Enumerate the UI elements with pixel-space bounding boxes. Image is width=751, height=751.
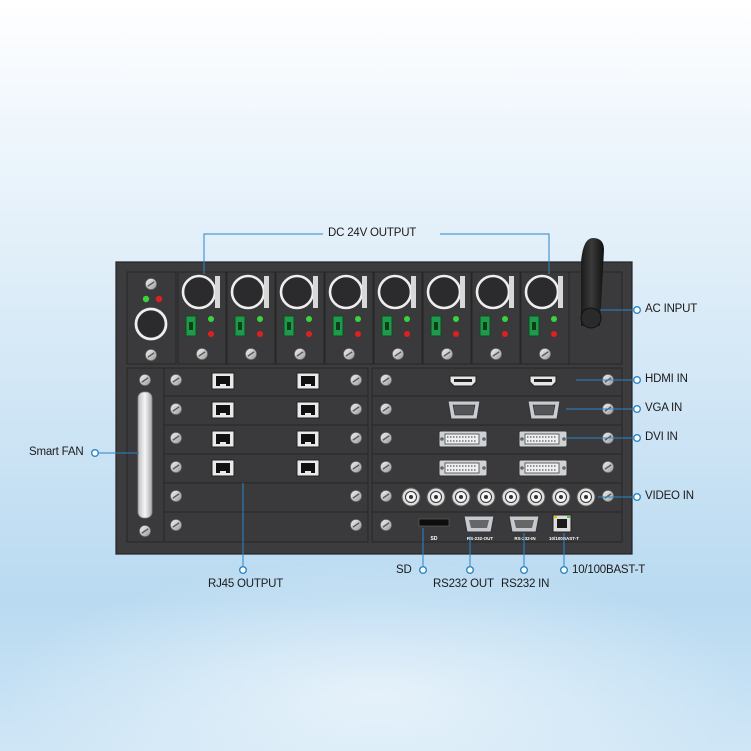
video-in-label: VIDEO IN <box>645 490 694 502</box>
dc-output-label: DC 24V OUTPUT <box>328 227 417 239</box>
power-fan-module <box>126 271 177 365</box>
sd-port-mark: SD <box>431 536 438 542</box>
antenna <box>580 238 604 329</box>
rs232-out-port-mark: RS-232-OUT <box>467 536 494 541</box>
background-glow <box>0 560 751 751</box>
input-boards <box>371 367 623 543</box>
callout-dots <box>90 306 642 575</box>
dvi-in-label: DVI IN <box>645 431 678 443</box>
hdmi-in-label: HDMI IN <box>645 373 688 385</box>
rs232-in-label: RS232 IN <box>501 578 550 590</box>
smart-fan-panel <box>126 367 165 543</box>
rj45-output-board <box>163 367 369 543</box>
ac-input-label: AC INPUT <box>645 303 698 315</box>
dc-output-modules <box>178 272 569 364</box>
vga-in-label: VGA IN <box>645 402 683 414</box>
callout-lines <box>99 233 633 566</box>
rs232-out-label: RS232 OUT <box>433 578 494 590</box>
smart-fan-label: Smart FAN <box>29 446 84 458</box>
sd-label: SD <box>396 564 412 576</box>
rs232-in-port-mark: RS-232-IN <box>514 536 535 541</box>
rj45-output-label: RJ45 OUTPUT <box>208 578 284 590</box>
lan-label: 10/100BAST-T <box>572 564 646 576</box>
